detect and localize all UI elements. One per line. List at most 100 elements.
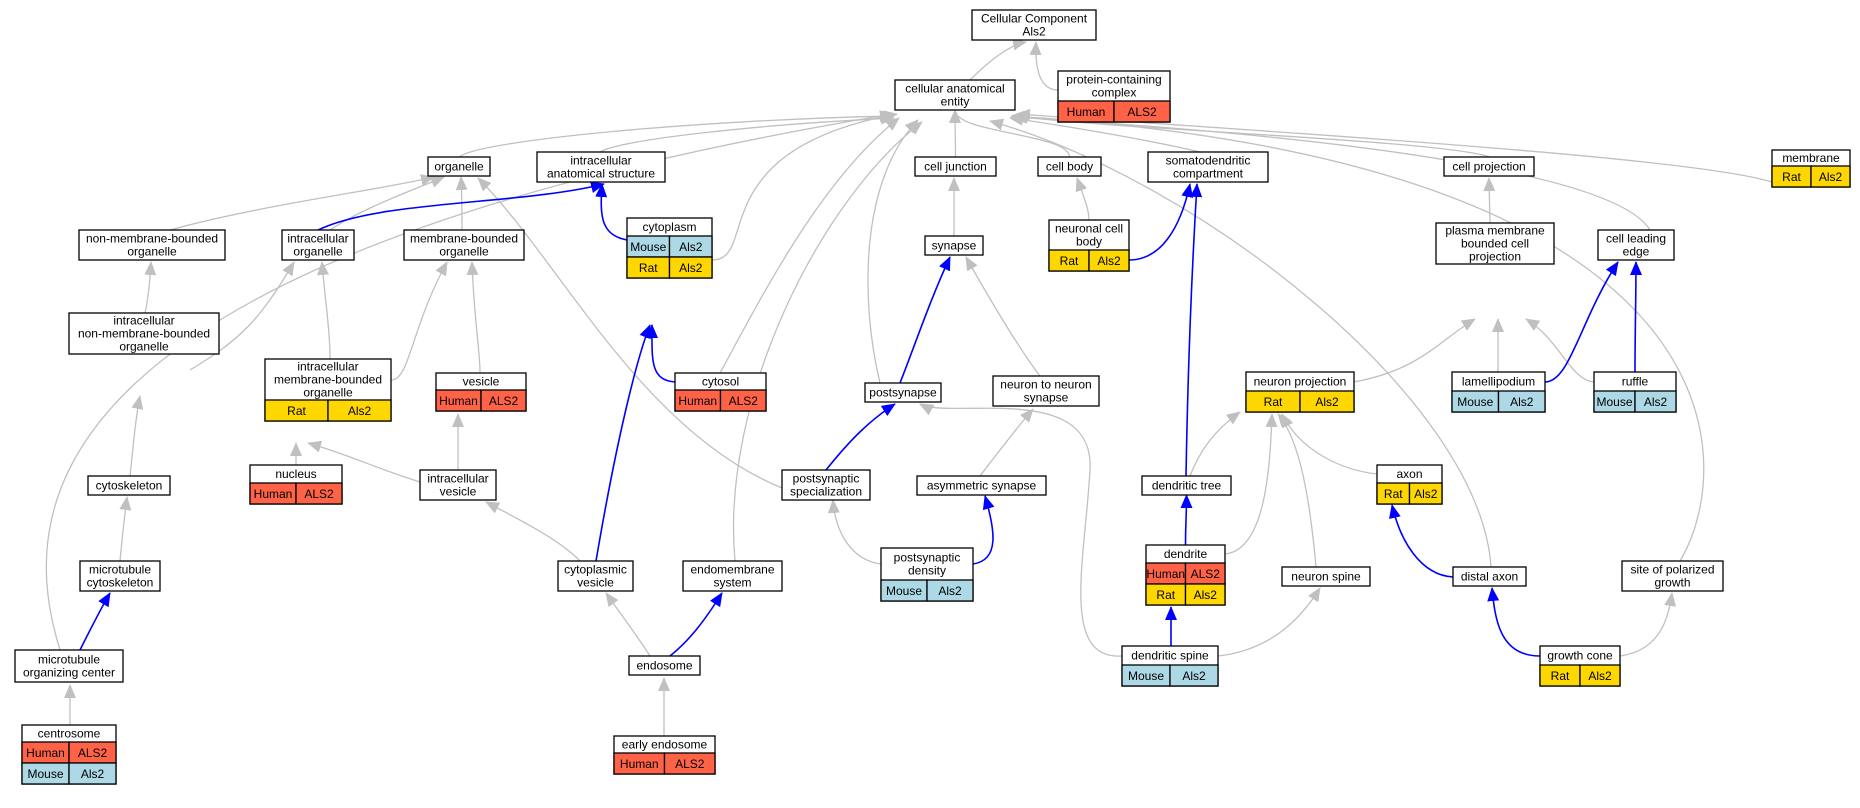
gene-label: Als2 — [1644, 395, 1668, 409]
node-label: intracellular — [570, 154, 631, 168]
node-asym[interactable]: asymmetric synapse — [916, 475, 1047, 496]
node-label: membrane-bounded — [410, 232, 518, 246]
node-label: protein-containing — [1066, 73, 1161, 87]
node-box — [781, 469, 871, 501]
node-label: postsynaptic — [793, 472, 860, 486]
node-box — [68, 312, 220, 355]
node-box — [1435, 222, 1555, 265]
node-imbo[interactable]: intracellularmembrane-boundedorganelleRa… — [264, 358, 392, 422]
edge-cytosol-to-cytoplasm — [645, 324, 676, 383]
species-label: Mouse — [1596, 395, 1632, 409]
node-label: endosome — [636, 659, 692, 673]
node-label: cytosol — [702, 375, 739, 389]
edge-neuronproj-to-pmbcp — [1353, 318, 1476, 383]
node-label: intracellular — [287, 232, 348, 246]
node-postsynapse[interactable]: postsynapse — [864, 382, 942, 403]
node-label: synapse — [932, 239, 977, 253]
gene-label: Als2 — [1414, 487, 1438, 501]
node-distaxon[interactable]: distal axon — [1452, 566, 1527, 587]
gene-cell — [327, 399, 392, 422]
edge-dendrite-to-neuronproj — [1224, 413, 1278, 555]
node-cytoskeleton[interactable]: cytoskeleton — [87, 475, 171, 496]
node-cellbody[interactable]: cell body — [1037, 156, 1102, 177]
node-synapse[interactable]: synapse — [924, 235, 984, 256]
node-inmbo[interactable]: intracellularnon-membrane-boundedorganel… — [68, 312, 220, 355]
node-organelle[interactable]: organelle — [427, 156, 491, 177]
node-label: complex — [1092, 86, 1137, 100]
gene-cell — [1810, 165, 1851, 188]
edge-mtoc-to-mtcyto — [79, 592, 111, 651]
gene-label: ALS2 — [729, 394, 759, 408]
gene-label: Als2 — [938, 584, 962, 598]
node-label: distal axon — [1461, 570, 1518, 584]
node-label: synapse — [1024, 391, 1069, 405]
edge-nmbo-to-organelle — [169, 174, 435, 231]
node-box — [992, 375, 1100, 407]
node-label: non-membrane-bounded — [78, 327, 210, 341]
node-label: asymmetric synapse — [927, 479, 1037, 493]
node-celljunction[interactable]: cell junction — [914, 156, 997, 177]
node-dendtree[interactable]: dendritic tree — [1141, 475, 1232, 496]
node-label: vesicle — [463, 375, 500, 389]
edges-layer — [45, 38, 1773, 736]
edge-dendtree-to-neuronproj — [1189, 411, 1241, 477]
node-label: cytoskeleton — [87, 576, 154, 590]
gene-label: Als2 — [1510, 395, 1534, 409]
node-label: cell body — [1046, 160, 1093, 174]
node-box — [894, 79, 1016, 111]
node-nspine[interactable]: neuron spine — [1281, 566, 1371, 587]
node-label: projection — [1469, 250, 1521, 264]
species-label: Mouse — [630, 240, 666, 254]
node-cellprojection[interactable]: cell projection — [1443, 156, 1535, 177]
node-endosome[interactable]: endosome — [628, 655, 701, 676]
gene-cell — [1579, 664, 1621, 687]
node-label: somatodendritic — [1166, 154, 1251, 168]
gene-label: Als2 — [1194, 588, 1218, 602]
gene-cell — [1634, 390, 1677, 413]
species-label: Human — [1146, 567, 1185, 581]
node-label: membrane-bounded — [274, 373, 382, 387]
node-label: intracellular — [427, 472, 488, 486]
gene-label: Als2 — [1182, 669, 1206, 683]
edge-endosome-to-cytoves — [605, 592, 651, 657]
edge-ruffle-to-cle — [1629, 261, 1642, 373]
gene-label: Als2 — [1819, 170, 1843, 184]
node-box — [864, 382, 942, 403]
